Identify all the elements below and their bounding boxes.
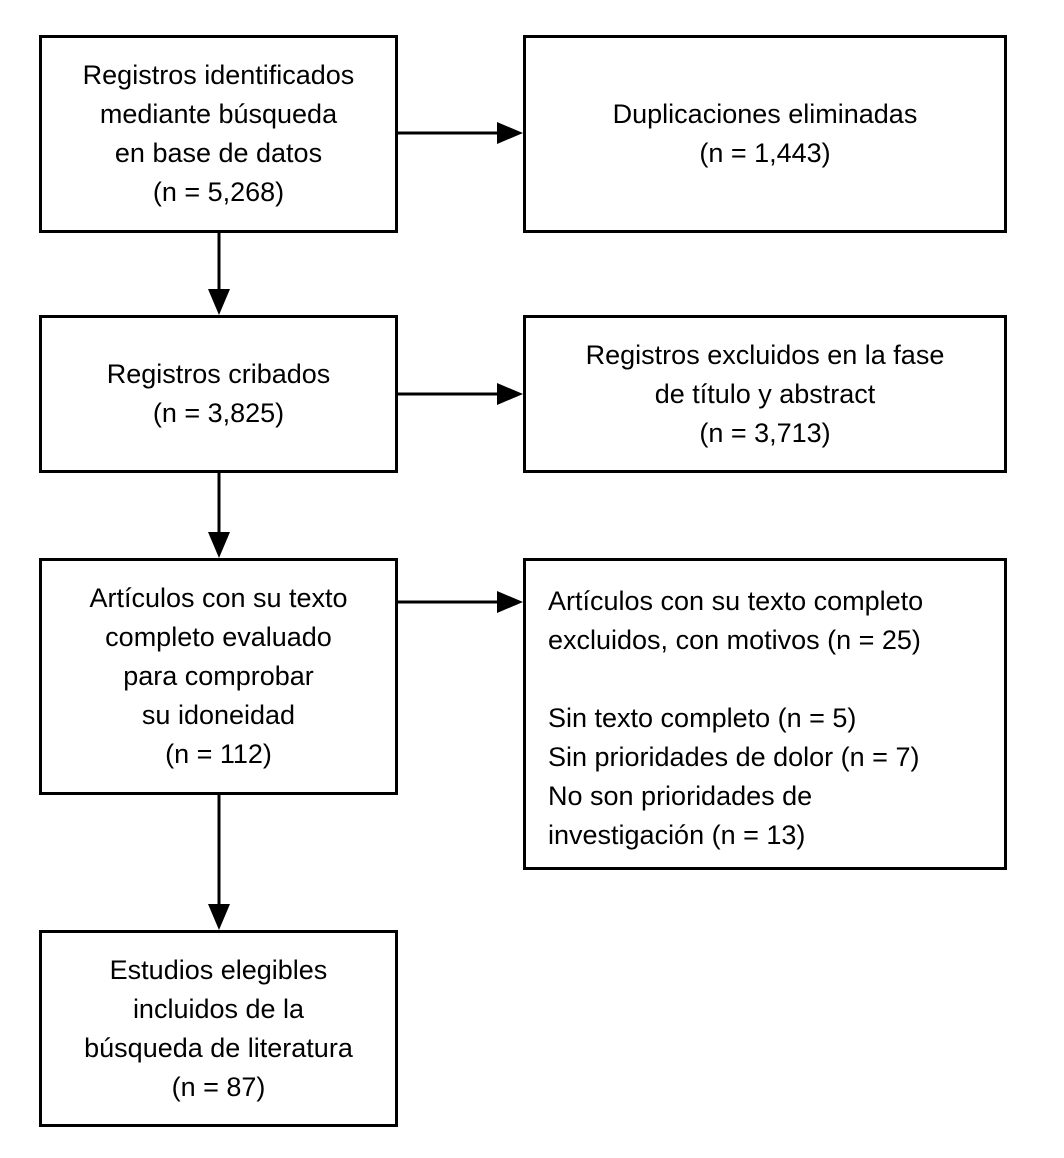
text-line: completo evaluado [105,622,332,652]
flow-box-studies-included: Estudios elegibles incluidos de la búsqued… [39,930,398,1127]
text-line: búsqueda de literatura [84,1032,353,1063]
text-line: (n = 1,443) [699,138,831,168]
text-line: (n = 112) [165,739,272,769]
text-line: excluidos, con motivos (n = 25) [548,625,921,655]
text-line: de título y abstract [654,378,876,409]
text-line: (n = 87) [171,1071,266,1102]
flow-box-fulltext-assessed: Artículos con su texto completo evaluado p… [39,558,398,795]
text-line: Sin prioridades de dolor (n = 7) [548,742,920,772]
text-line: Estudios elegibles [109,954,328,985]
text-line: en base de datos [114,138,323,168]
text-line: Registros excluidos en la fase [585,339,945,370]
text-line: Duplicaciones eliminadas [612,99,918,129]
arrow-fulltext-to-excluded [398,591,523,613]
text-line: Sin texto completo (n = 5) [548,703,857,733]
text-line: Registros cribados [106,359,331,389]
flow-box-records-identified: Registros identificados mediante búsqueda… [39,35,398,233]
text-line: (n = 3,713) [699,417,831,448]
text-line: incluidos de la [132,993,305,1024]
flow-box-excluded-title-abstract: Registros excluidos en la fase de título … [523,315,1007,473]
text-line: investigación (n = 13) [548,820,806,850]
flow-box-records-screened: Registros cribados (n = 3,825) [39,315,398,473]
text-line: mediante búsqueda [99,99,338,129]
text-line: su idoneidad [141,700,296,730]
text-line: No son prioridades de [548,781,813,811]
text-line: Artículos con su texto completo [548,586,924,616]
flow-box-fulltext-excluded: Artículos con su texto completo excluidos… [523,558,1007,870]
arrow-screened-to-excluded [398,383,523,405]
text-line [548,660,556,699]
text-line: Artículos con su texto [89,583,348,613]
flow-box-duplicates-removed: Duplicaciones eliminadas (n = 1,443) [523,35,1007,233]
arrow-fulltext-to-included [208,795,230,930]
text-line: (n = 3,825) [152,398,285,428]
arrow-screened-to-fulltext [208,473,230,558]
text-line: (n = 5,268) [152,177,285,207]
arrow-identified-to-duplicates [398,122,523,144]
text-line: Registros identificados [82,60,355,90]
text-line: para comprobar [123,661,314,691]
arrow-identified-to-screened [208,233,230,315]
